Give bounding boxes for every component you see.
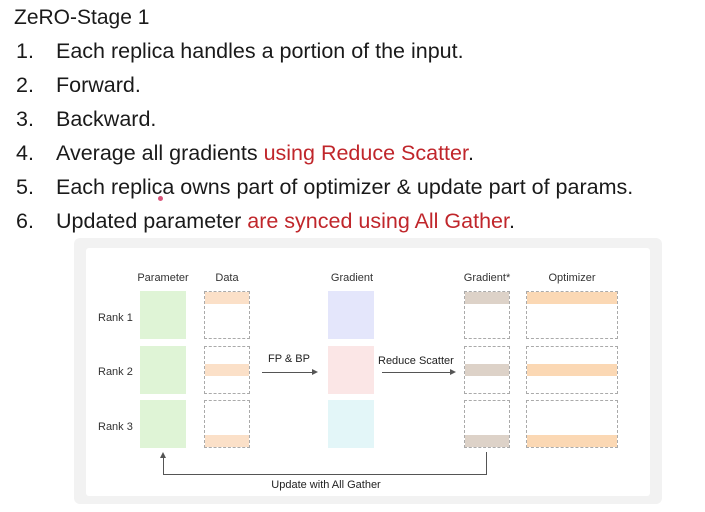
step-number: 6.	[16, 209, 34, 233]
slide-title: ZeRO-Stage 1	[14, 6, 150, 29]
step-item: 2. Forward.	[16, 70, 633, 104]
rank-label: Rank 3	[98, 421, 133, 433]
step-suffix: .	[508, 209, 515, 233]
optimizer-block-rank3	[526, 400, 618, 448]
all-gather-label: Update with All Gather	[271, 479, 381, 491]
all-gather-line-return	[163, 458, 164, 475]
step-number: 2.	[16, 73, 34, 97]
step-suffix: .	[467, 141, 474, 165]
parameter-block-rank3	[140, 400, 186, 448]
step-number: 4.	[16, 141, 34, 165]
step-item: 5. Each replica owns part of optimizer & …	[16, 172, 633, 206]
gradient-block-rank1	[328, 291, 374, 339]
data-block-rank3	[204, 400, 250, 448]
optimizer-block-rank1	[526, 291, 618, 339]
gradient-shard	[465, 292, 509, 304]
optimizer-shard	[527, 364, 617, 376]
arrow-right-icon	[312, 369, 318, 375]
step-text: Each replica handles a portion of the in…	[56, 39, 464, 63]
fp-bp-label: FP & BP	[268, 353, 310, 365]
step-number: 5.	[16, 175, 34, 199]
gradient-star-block-rank3	[464, 400, 510, 448]
optimizer-shard	[527, 292, 617, 304]
reduce-scatter-label: Reduce Scatter	[378, 355, 454, 367]
fp-bp-arrow-line	[262, 372, 314, 373]
rank-label: Rank 2	[98, 366, 133, 378]
all-gather-line-up	[486, 452, 487, 474]
column-header-data: Data	[215, 272, 239, 284]
gradient-star-block-rank1	[464, 291, 510, 339]
step-text: Each replica owns part of optimizer & up…	[56, 175, 634, 199]
step-text: Backward.	[56, 107, 157, 131]
parameter-block-rank2	[140, 346, 186, 394]
data-shard	[205, 364, 249, 376]
data-shard	[205, 435, 249, 447]
gradient-block-rank2	[328, 346, 374, 394]
step-item: 6. Updated parameter are synced using All…	[16, 206, 633, 240]
gradient-block-rank3	[328, 400, 374, 448]
all-gather-line-bottom	[163, 474, 487, 475]
arrow-right-icon	[450, 369, 456, 375]
step-item: 4. Average all gradients using Reduce Sca…	[16, 138, 633, 172]
zero-stage1-diagram: Parameter Data Gradient Gradient* Optimi…	[74, 238, 662, 504]
diagram-canvas: Parameter Data Gradient Gradient* Optimi…	[86, 248, 650, 496]
gradient-shard	[465, 364, 509, 376]
step-text: Forward.	[56, 73, 141, 97]
data-block-rank2	[204, 346, 250, 394]
step-number: 3.	[16, 107, 34, 131]
pointer-cursor-icon	[158, 196, 163, 201]
gradient-star-block-rank2	[464, 346, 510, 394]
step-highlight: using Reduce Scatter	[263, 141, 468, 165]
rank-label: Rank 1	[98, 312, 133, 324]
step-number: 1.	[16, 39, 34, 63]
arrow-up-icon	[160, 452, 166, 458]
step-text: Updated parameter	[56, 209, 248, 233]
optimizer-shard	[527, 435, 617, 447]
step-text: Average all gradients	[56, 141, 264, 165]
step-item: 1. Each replica handles a portion of the …	[16, 36, 633, 70]
reduce-scatter-arrow-line	[382, 372, 452, 373]
column-header-gradient: Gradient	[330, 272, 374, 284]
data-block-rank1	[204, 291, 250, 339]
optimizer-block-rank2	[526, 346, 618, 394]
column-header-parameter: Parameter	[137, 272, 189, 284]
gradient-shard	[465, 435, 509, 447]
column-header-optimizer: Optimizer	[548, 272, 596, 284]
step-highlight: are synced using All Gather	[247, 209, 509, 233]
step-item: 3. Backward.	[16, 104, 633, 138]
parameter-block-rank1	[140, 291, 186, 339]
column-header-gradient-star: Gradient*	[463, 272, 511, 284]
data-shard	[205, 292, 249, 304]
step-list: 1. Each replica handles a portion of the …	[16, 36, 633, 240]
